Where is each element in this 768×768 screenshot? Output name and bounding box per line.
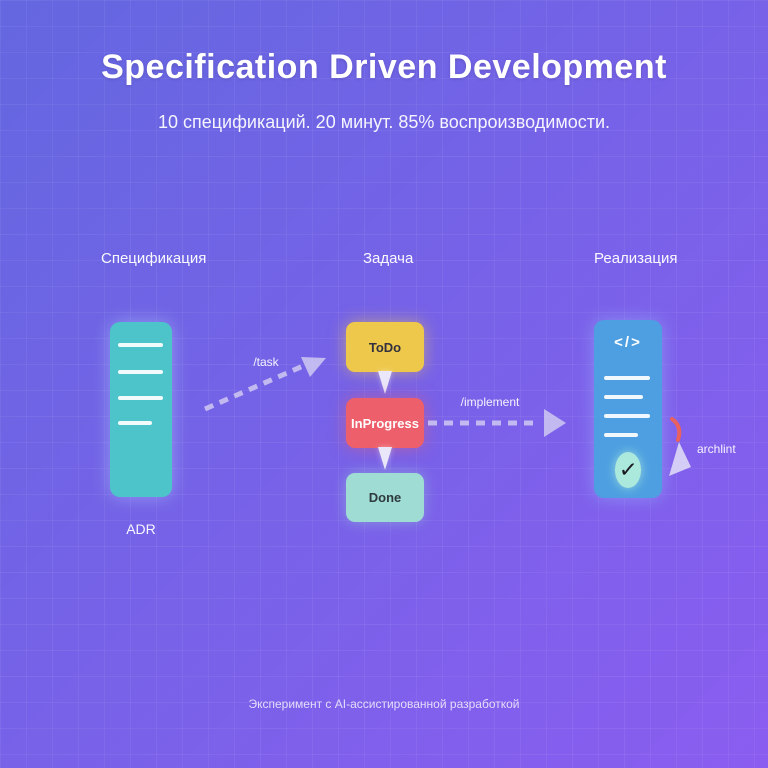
stage-connector-arrow-icon [378,371,392,394]
task-arrowhead-icon [301,357,326,377]
document-text-line [118,396,163,400]
implement-arrow-label: /implement [460,395,520,409]
check-badge: ✓ [615,452,641,488]
page-subtitle: 10 спецификаций. 20 минут. 85% воспроизв… [157,112,611,132]
document-text-line [118,421,152,425]
stage-box-inprogress: InProgress [346,398,424,448]
column-heading-task: Задача [363,250,414,267]
code-text-line [604,395,643,399]
column-heading-implementation: Реализация [594,250,678,267]
document-text-line [118,343,163,347]
stage-box-todo: ToDo [346,322,424,372]
code-text-line [604,433,638,437]
document-text-line [118,370,163,374]
task-arrow-line [203,363,305,412]
stage-connector-arrow-icon [378,447,392,470]
code-text-line [604,414,650,418]
archlint-label: archlint [697,442,736,456]
archlint-arrowhead-icon [669,442,691,476]
implement-arrowhead-icon [544,409,566,437]
checkmark-icon: ✓ [617,456,639,483]
stage-box-done: Done [346,473,424,522]
footer-caption: Эксперимент с AI-ассистированной разрабо… [248,697,520,711]
column-heading-specification: Спецификация [101,250,207,267]
task-arrow-label: /task [253,355,279,369]
specification-document-card [110,322,172,497]
implementation-code-card: </> ✓ [594,320,662,498]
page-title: Specification Driven Development [101,48,667,86]
code-icon: </> [614,334,642,351]
adr-label: ADR [126,521,156,537]
code-text-line [604,376,650,380]
archlint-arc [670,417,682,442]
